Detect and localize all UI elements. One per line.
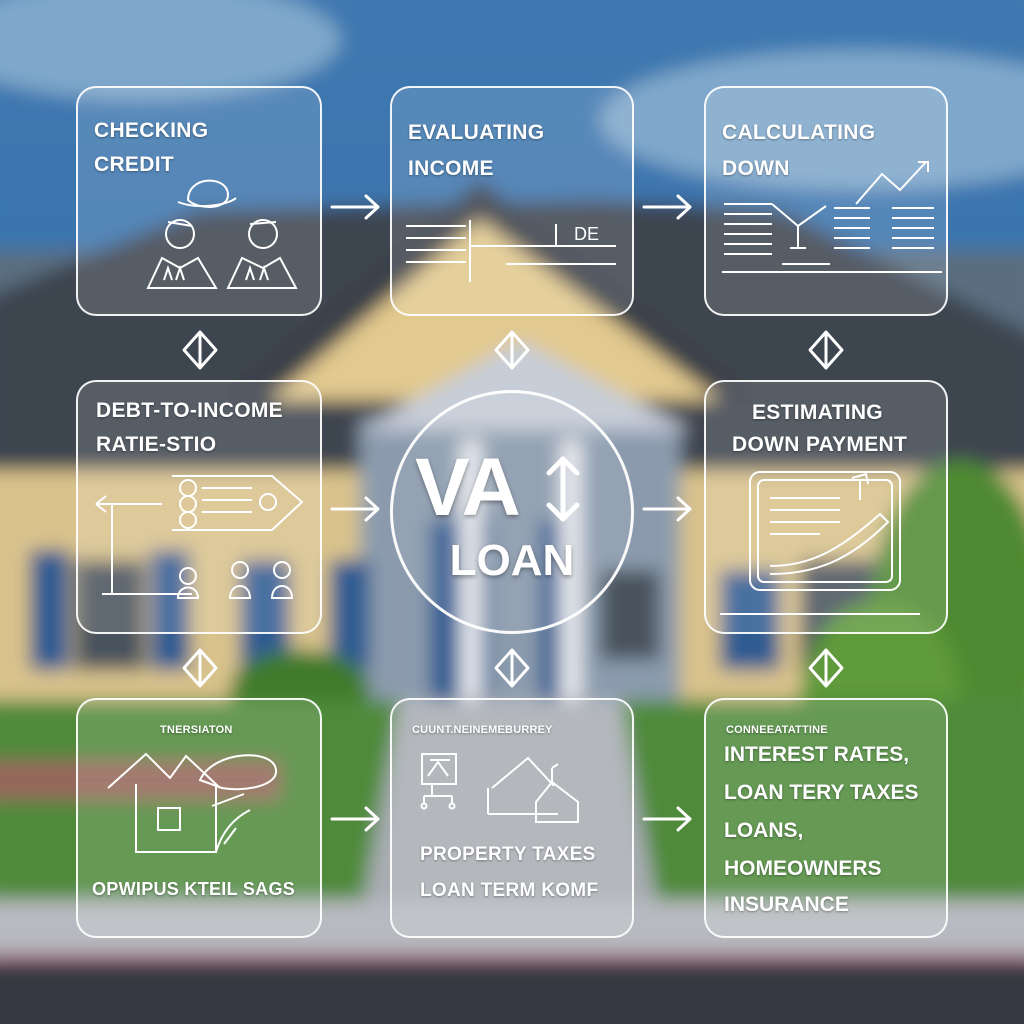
right-arrow-icon bbox=[642, 806, 692, 832]
panel-title-line2: INCOME bbox=[408, 157, 494, 180]
right-arrow-icon bbox=[330, 806, 380, 832]
panel-evaluating-income: EVALUATING INCOME DE bbox=[390, 86, 634, 316]
panel-checking-credit: CHECKING CREDIT bbox=[76, 86, 322, 316]
panel-title-line2: LOAN TERM KOMF bbox=[420, 880, 599, 901]
diamond-connector-icon bbox=[808, 648, 844, 688]
right-arrow-icon bbox=[330, 496, 380, 522]
panel-calculating-down: CALCULATING DOWN bbox=[704, 86, 948, 316]
right-arrow-icon bbox=[642, 194, 692, 220]
panel-bottom-left: TNERSIATON OPWIPUS KTEIL SAGS bbox=[76, 698, 322, 938]
panel-title-line2: CREDIT bbox=[94, 153, 174, 176]
diamond-connector-icon bbox=[182, 648, 218, 688]
panel-line-1: INTEREST RATES, bbox=[724, 743, 910, 766]
va-loan-badge: VA LOAN bbox=[390, 390, 634, 634]
people-credit-icon bbox=[146, 179, 298, 289]
panel-title-line2: RATIE-STIO bbox=[96, 433, 217, 456]
panel-bottom-middle: CUUNT.NEINEMEBURREY PROPERTY TAXES LOAN … bbox=[390, 698, 634, 938]
property-sketch-icon bbox=[420, 753, 579, 823]
panel-title-line1: ESTIMATING bbox=[752, 401, 883, 424]
income-ledger-icon bbox=[406, 220, 616, 282]
panel-title-line1: DEBT-TO-INCOME bbox=[96, 399, 283, 422]
diamond-connector-icon bbox=[808, 330, 844, 370]
diamond-connector-icon bbox=[494, 330, 530, 370]
income-sign-label: DE bbox=[574, 224, 600, 244]
right-arrow-icon bbox=[642, 496, 692, 522]
right-arrow-icon bbox=[330, 194, 380, 220]
panel-line-3: LOANS, bbox=[724, 819, 804, 842]
up-down-arrows-icon bbox=[546, 456, 580, 522]
ratio-diagram-icon bbox=[95, 475, 304, 599]
va-text: VA bbox=[415, 442, 521, 533]
panel-title-line2: DOWN PAYMENT bbox=[732, 433, 908, 456]
panel-caption: CUUNT.NEINEMEBURREY bbox=[412, 724, 553, 736]
panel-caption: CONNEEATATTINE bbox=[726, 724, 828, 736]
growth-chart-icon bbox=[722, 161, 942, 273]
panel-title-line2: DOWN bbox=[722, 157, 790, 180]
panel-title-line1: PROPERTY TAXES bbox=[420, 844, 596, 865]
panel-title-line1: EVALUATING bbox=[408, 121, 545, 144]
panel-footer: OPWIPUS KTEIL SAGS bbox=[92, 879, 296, 899]
panel-debt-to-income: DEBT-TO-INCOME RATIE-STIO bbox=[76, 380, 322, 634]
panel-title-line1: CALCULATING bbox=[722, 121, 876, 144]
panel-estimating-down-payment: ESTIMATING DOWN PAYMENT bbox=[704, 380, 948, 634]
panel-caption: TNERSIATON bbox=[160, 724, 233, 736]
panel-line-5: INSURANCE bbox=[724, 893, 849, 916]
panel-line-4: HOMEOWNERS bbox=[724, 857, 882, 880]
panel-title-line1: CHECKING bbox=[94, 119, 209, 142]
panel-line-2: LOAN TERY TAXES bbox=[724, 781, 919, 804]
loan-text: LOAN bbox=[449, 536, 575, 585]
panel-bottom-right: CONNEEATATTINE INTEREST RATES, LOAN TERY… bbox=[704, 698, 948, 938]
diamond-connector-icon bbox=[182, 330, 218, 370]
payment-document-icon bbox=[720, 471, 920, 615]
diamond-connector-icon bbox=[494, 648, 530, 688]
house-sketch-icon bbox=[107, 752, 277, 853]
